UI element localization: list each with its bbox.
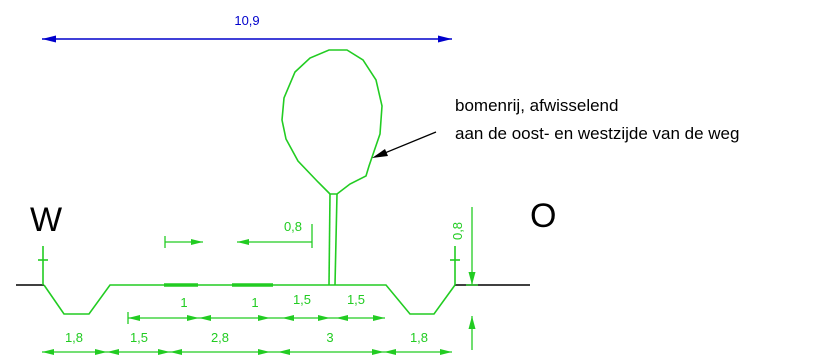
upper-dim-label-4: 1,5 [347, 292, 365, 307]
annotation-line-1: bomenrij, afwisselend [455, 96, 618, 115]
upper-dimension-chain: 1 1 1,5 1,5 [127, 292, 385, 324]
total-width-label: 10,9 [234, 13, 259, 28]
tree-row-annotation: bomenrij, afwisselend aan de oost- en we… [372, 96, 739, 158]
lower-dimension-chain: 1,8 1,5 2,8 3 1,8 [42, 330, 452, 355]
lower-dim-label-2: 1,5 [130, 330, 148, 345]
tree-crown [281, 49, 383, 195]
upper-dim-label-1: 1 [180, 295, 187, 310]
lower-dim-label-3: 2,8 [211, 330, 229, 345]
tree-trunk-left [328, 193, 331, 286]
west-label: W [30, 201, 62, 239]
height-label: 0,8 [450, 222, 465, 240]
tree [281, 49, 383, 286]
upper-dim-label-2: 1 [251, 295, 258, 310]
total-width-dimension: 10,9 [42, 13, 452, 43]
lower-dim-label-5: 1,8 [410, 330, 428, 345]
annotation-line-2: aan de oost- en westzijde van de weg [455, 124, 739, 143]
road-profile [38, 246, 460, 315]
annotation-leader [379, 131, 437, 156]
east-label: O [530, 197, 556, 235]
upper-dim-label-3: 1,5 [293, 292, 311, 307]
lower-dim-label-1: 1,8 [65, 330, 83, 345]
lower-dim-label-4: 3 [326, 330, 333, 345]
offset-dimension: 0,8 [164, 219, 313, 248]
tree-trunk-right [334, 193, 338, 286]
height-dimension: 0,8 [450, 207, 478, 350]
offset-label: 0,8 [284, 219, 302, 234]
